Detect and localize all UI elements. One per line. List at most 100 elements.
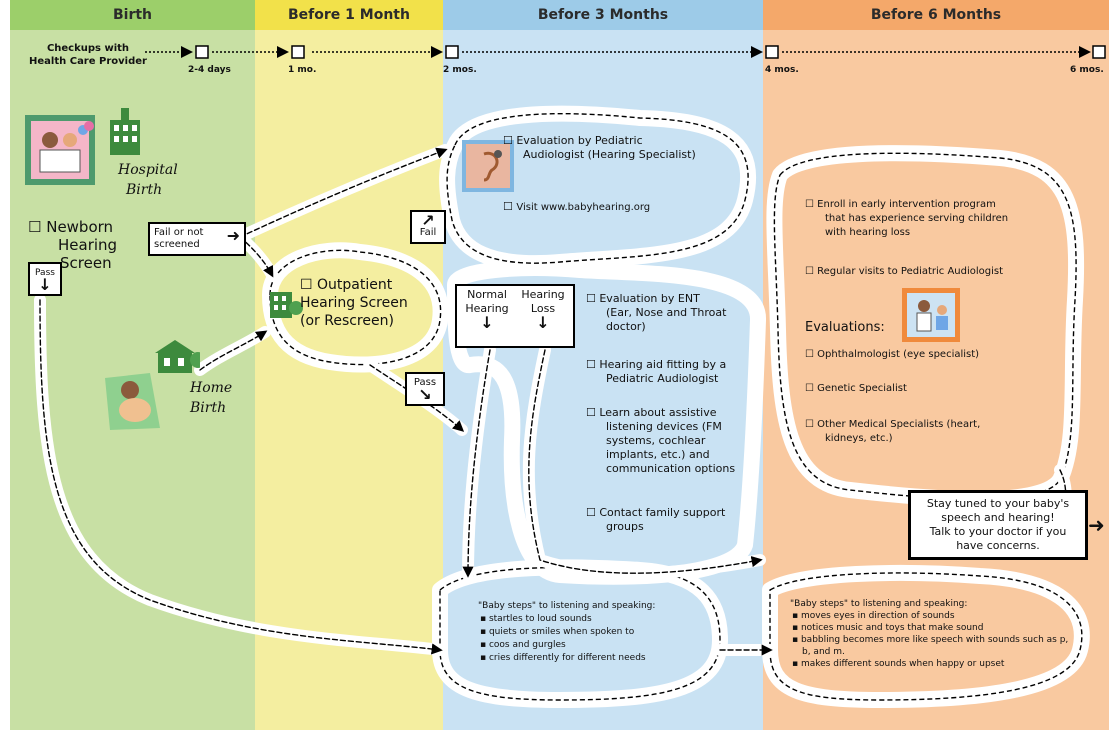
steps6-item: makes different sounds when happy or ups… [801,658,1070,670]
checkup-boxes [195,45,1106,59]
regular-label: Regular visits to Pediatric Audiologist [817,266,1004,277]
hearing-aid-checkbox[interactable] [586,358,599,371]
column-6months-bg [763,0,1109,730]
ophth-label: Ophthalmologist (eye specialist) [817,349,980,360]
stay-line4: have concerns. [956,539,1040,552]
doctor-patient-icon [902,288,960,342]
steps3-item: coos and gurgles [489,639,708,652]
steps6-item: babbling becomes more like speech with s… [801,634,1070,658]
hearing-aid-fitting: Hearing aid fitting by a Pediatric Audio… [586,358,756,386]
genetic-checkbox[interactable] [805,383,817,394]
visit-website: Visit www.babyhearing.org [503,200,650,215]
ent-line1: Evaluation by ENT [599,292,700,305]
genetic-eval: Genetic Specialist [805,382,1065,396]
learn-line2: listening devices (FM [606,420,722,433]
outpatient-checkbox[interactable] [300,277,317,293]
other-checkbox[interactable] [805,419,817,430]
family-line2: groups [606,520,644,533]
steps6-item: moves eyes in direction of sounds [801,610,1070,622]
ophth-checkbox[interactable] [805,349,817,360]
steps6-item: notices music and toys that make sound [801,622,1070,634]
audiologist-ear-icon [462,140,514,192]
enroll-line2: that has experience serving children [825,213,1009,224]
learn-line1: Learn about assistive [599,406,717,419]
stay-tuned-right-arrow-icon: ➜ [1088,513,1105,537]
checkups-label: Checkups with Health Care Provider [18,42,158,68]
stay-tuned-box: Stay tuned to your baby's speech and hea… [908,490,1088,560]
visit-link[interactable]: Visit www.babyhearing.org [516,202,651,213]
baby-steps-6months: "Baby steps" to listening and speaking: … [790,598,1070,670]
fail-line2: screened [154,239,200,250]
column-header-1month: Before 1 Month [255,0,443,30]
normal-line2: Hearing [465,302,509,315]
column-header-6months: Before 6 Months [763,0,1109,30]
steps3-title: "Baby steps" to listening and speaking: [478,601,656,611]
steps3-item: quiets or smiles when spoken to [489,626,708,639]
hearing-loss-label: Hearing Loss ↓ [517,288,569,332]
outpatient-line2: Hearing Screen [300,295,408,311]
checkup-tick-4: 4 mos. [765,65,799,75]
enroll-line1: Enroll in early intervention program [817,199,996,210]
checkup-tick-2: 1 mo. [288,65,317,75]
stay-line3: Talk to your doctor if you [929,525,1067,538]
visit-checkbox[interactable] [503,200,516,213]
assistive-checkbox[interactable] [586,406,599,419]
aid-line1: Hearing aid fitting by a [599,358,727,371]
pass-label-birth: Pass [35,268,55,278]
normal-down-arrow-icon: ↓ [480,313,494,332]
hospital-birth-line1: Hospital [118,162,178,178]
family-support: Contact family support groups [586,506,756,534]
newborn-line2: Hearing [58,236,118,254]
genetic-label: Genetic Specialist [817,383,907,394]
other-line2: kidneys, etc.) [825,433,893,444]
down-arrow-icon: ↓ [38,275,52,294]
fail-line1: Fail or not [154,227,204,238]
ent-line2: (Ear, Nose and Throat [606,306,727,319]
hearing-result-box: Normal Hearing ↓ Hearing Loss ↓ [455,284,575,348]
normal-hearing-label: Normal Hearing ↓ [461,288,513,332]
pediatric-audiologist-eval: Evaluation by Pediatric Audiologist (Hea… [503,134,723,162]
hospital-birth-line2: Birth [126,182,163,198]
steps3-item: startles to loud sounds [489,613,708,626]
other-specialists-eval: Other Medical Specialists (heart, kidney… [805,418,1065,446]
checkups-label-line1: Checkups with [46,43,130,54]
regular-checkbox[interactable] [805,266,817,277]
stay-line2: speech and hearing! [941,511,1055,524]
learn-line4: implants, etc.) and [606,448,710,461]
pass-box-birth: Pass ↓ [28,262,62,296]
newborn-checkbox[interactable] [28,218,46,236]
pass-box-outpatient: Pass ↘ [405,372,445,406]
home-birth-icon [105,340,200,430]
aid-line2: Pediatric Audiologist [606,372,719,385]
pediatric-line1: Evaluation by Pediatric [516,134,643,147]
steps6-list: moves eyes in direction of sounds notice… [790,610,1070,670]
ent-line3: doctor) [606,320,646,333]
outpatient-line1: Outpatient [317,277,393,293]
home-birth-label: Home Birth [190,378,232,418]
ophthalmologist-eval: Ophthalmologist (eye specialist) [805,348,1065,362]
loss-line2: Loss [530,302,556,315]
hospital-birth-icon [25,108,140,185]
ent-eval: Evaluation by ENT (Ear, Nose and Throat … [586,292,756,334]
pediatric-line2: Audiologist (Hearing Specialist) [523,148,696,161]
checkup-tick-5: 6 mos. [1070,65,1104,75]
assistive-devices: Learn about assistive listening devices … [586,406,756,476]
steps6-title: "Baby steps" to listening and speaking: [790,599,968,609]
right-arrow-icon: ➜ [226,226,240,245]
regular-visits: Regular visits to Pediatric Audiologist [805,265,1065,279]
family-checkbox[interactable] [586,506,599,519]
column-header-3months: Before 3 Months [443,0,763,30]
column-header-birth: Birth [10,0,255,30]
learn-line3: systems, cochlear [606,434,706,447]
clinic-building-icon [270,292,303,318]
newborn-line1: Newborn [46,218,114,236]
up-right-arrow-icon: ↗ [421,211,435,230]
other-line1: Other Medical Specialists (heart, [817,419,981,430]
pediatric-eval-checkbox[interactable] [503,134,516,147]
enroll-checkbox[interactable] [805,199,817,210]
ent-checkbox[interactable] [586,292,599,305]
normal-line1: Normal [467,288,507,301]
loss-down-arrow-icon: ↓ [536,313,550,332]
evaluations-heading: Evaluations: [805,320,885,335]
